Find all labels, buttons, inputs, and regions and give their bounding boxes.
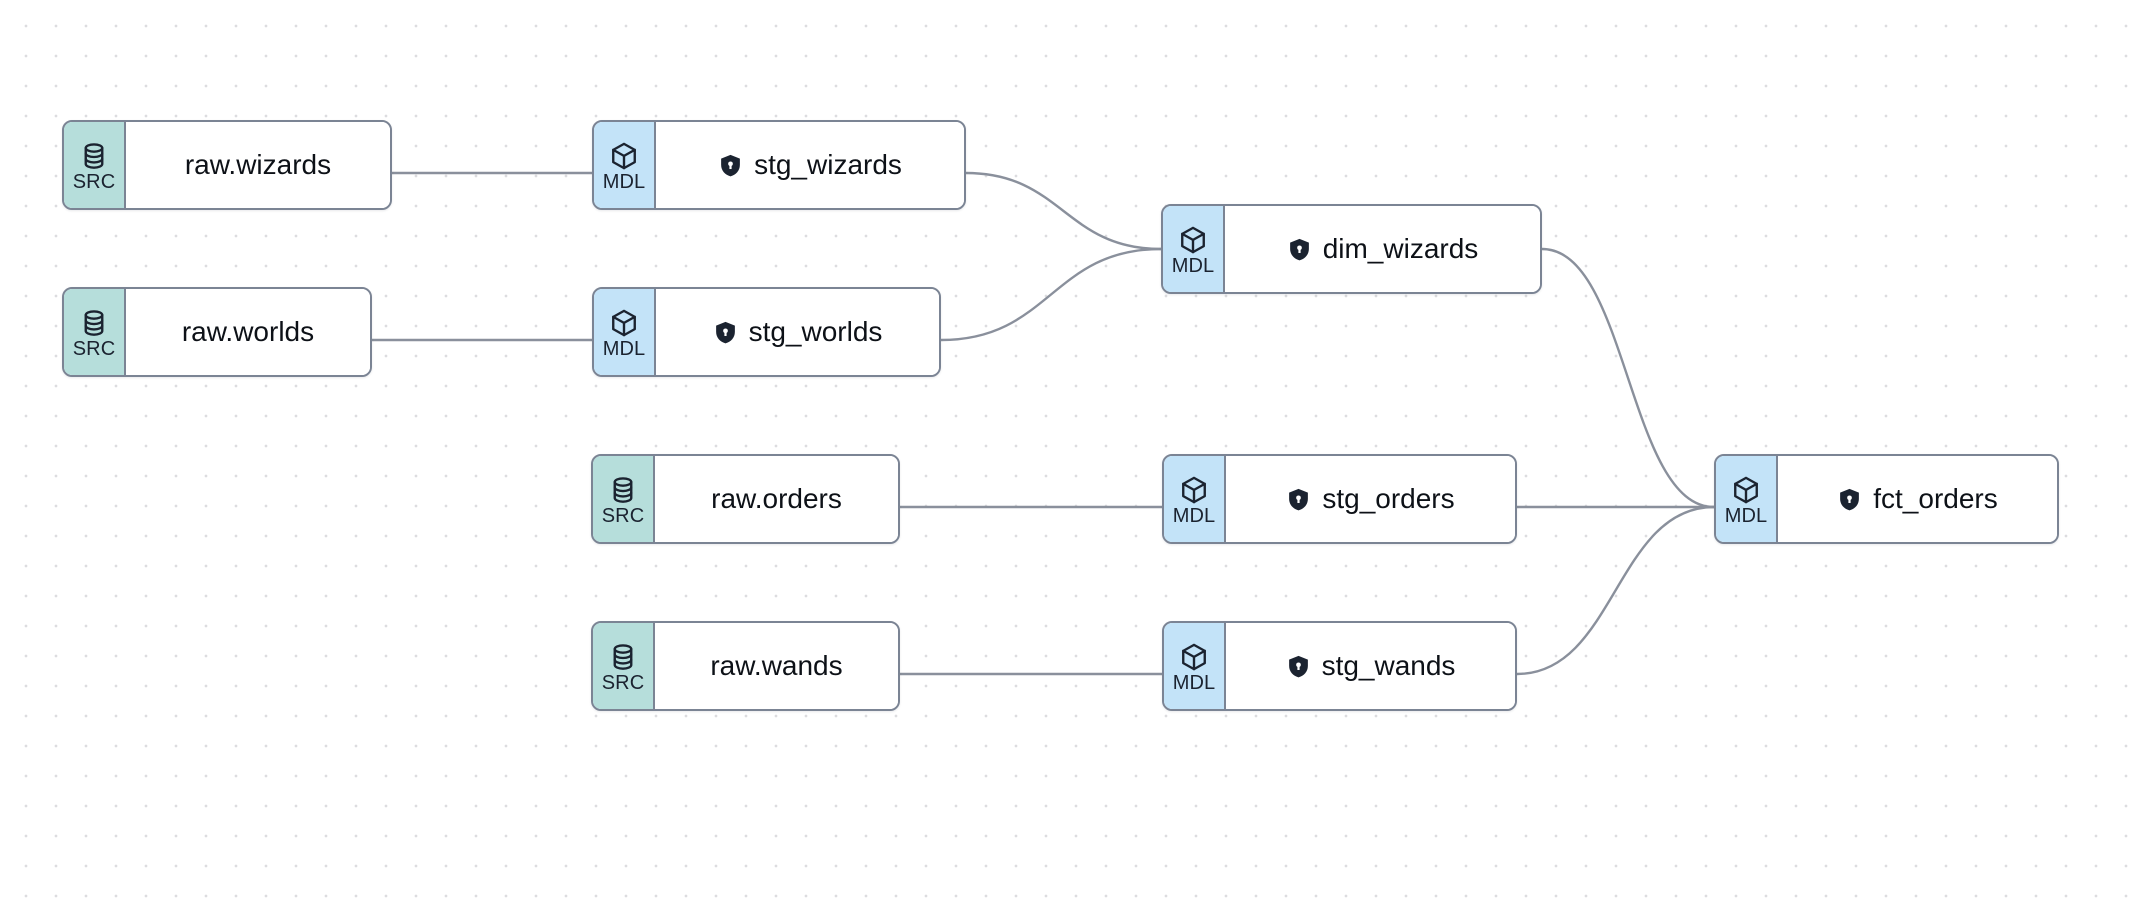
node-raw_wizards[interactable]: SRC raw.wizards	[62, 120, 392, 210]
node-body: raw.wizards	[126, 122, 390, 208]
node-label: stg_wizards	[754, 149, 902, 180]
node-badge-src: SRC	[64, 289, 126, 375]
node-badge-mdl: MDL	[1163, 206, 1225, 292]
cube-icon	[1731, 475, 1761, 505]
cube-icon	[1178, 225, 1208, 255]
badge-label: SRC	[72, 338, 116, 360]
node-badge-src: SRC	[593, 623, 655, 709]
node-body: fct_orders	[1778, 456, 2057, 542]
node-label: stg_wands	[1321, 650, 1456, 681]
badge-label: SRC	[72, 171, 116, 193]
node-fct_orders[interactable]: MDL fct_orders	[1714, 454, 2059, 544]
node-label: fct_orders	[1873, 483, 1998, 514]
node-label: raw.orders	[711, 483, 842, 514]
node-raw_orders[interactable]: SRC raw.orders	[591, 454, 900, 544]
cube-icon	[1179, 475, 1209, 505]
node-label: dim_wizards	[1322, 233, 1479, 264]
node-raw_wands[interactable]: SRC raw.wands	[591, 621, 900, 711]
edge-dim_wizards-to-fct_orders[interactable]	[1540, 247, 1716, 509]
shield-lock-icon	[1286, 487, 1311, 512]
database-icon	[608, 642, 638, 672]
node-label: raw.wands	[710, 650, 843, 681]
edge-stg_wands-to-fct_orders[interactable]	[1515, 505, 1716, 676]
database-icon	[79, 141, 109, 171]
node-body: dim_wizards	[1225, 206, 1540, 292]
node-badge-src: SRC	[64, 122, 126, 208]
node-body: raw.orders	[655, 456, 898, 542]
badge-label: SRC	[601, 672, 645, 694]
cube-icon	[609, 141, 639, 171]
node-body: raw.wands	[655, 623, 898, 709]
shield-lock-icon	[713, 320, 738, 345]
node-stg_wands[interactable]: MDL stg_wands	[1162, 621, 1517, 711]
node-badge-mdl: MDL	[1164, 456, 1226, 542]
badge-label: MDL	[602, 171, 646, 193]
node-label: stg_orders	[1322, 483, 1455, 514]
node-badge-mdl: MDL	[594, 289, 656, 375]
node-stg_orders[interactable]: MDL stg_orders	[1162, 454, 1517, 544]
node-body: stg_wands	[1226, 623, 1515, 709]
shield-lock-icon	[718, 153, 743, 178]
badge-label: MDL	[1172, 672, 1216, 694]
badge-label: MDL	[602, 338, 646, 360]
node-label: raw.wizards	[184, 149, 332, 180]
node-body: raw.worlds	[126, 289, 370, 375]
database-icon	[79, 308, 109, 338]
node-label: stg_worlds	[748, 316, 883, 347]
node-stg_wizards[interactable]: MDL stg_wizards	[592, 120, 966, 210]
database-icon	[608, 475, 638, 505]
node-badge-mdl: MDL	[1164, 623, 1226, 709]
badge-label: SRC	[601, 505, 645, 527]
node-badge-mdl: MDL	[594, 122, 656, 208]
node-body: stg_orders	[1226, 456, 1515, 542]
cube-icon	[609, 308, 639, 338]
shield-lock-icon	[1287, 237, 1312, 262]
node-body: stg_worlds	[656, 289, 939, 375]
node-badge-src: SRC	[593, 456, 655, 542]
node-dim_wizards[interactable]: MDL dim_wizards	[1161, 204, 1542, 294]
badge-label: MDL	[1172, 505, 1216, 527]
node-raw_worlds[interactable]: SRC raw.worlds	[62, 287, 372, 377]
node-label: raw.worlds	[181, 316, 315, 347]
edge-stg_worlds-to-dim_wizards[interactable]	[939, 247, 1163, 342]
shield-lock-icon	[1837, 487, 1862, 512]
badge-label: MDL	[1724, 505, 1768, 527]
node-body: stg_wizards	[656, 122, 964, 208]
node-stg_worlds[interactable]: MDL stg_worlds	[592, 287, 941, 377]
node-badge-mdl: MDL	[1716, 456, 1778, 542]
badge-label: MDL	[1171, 255, 1215, 277]
shield-lock-icon	[1286, 654, 1311, 679]
edge-stg_wizards-to-dim_wizards[interactable]	[964, 171, 1163, 251]
cube-icon	[1179, 642, 1209, 672]
